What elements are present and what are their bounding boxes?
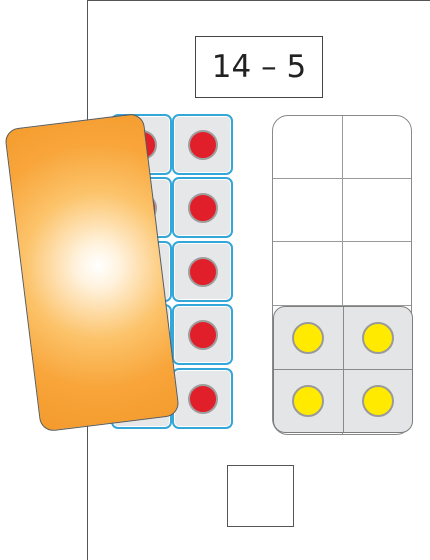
red-counter bbox=[187, 192, 218, 223]
tile bbox=[172, 114, 233, 175]
frame-divider bbox=[273, 178, 411, 179]
yellow-cell bbox=[274, 307, 342, 369]
expression-text: 14 – 5 bbox=[211, 49, 307, 85]
red-counter bbox=[187, 256, 218, 287]
yellow-cell bbox=[344, 307, 412, 369]
answer-box[interactable] bbox=[227, 465, 294, 527]
red-counter bbox=[187, 383, 218, 414]
panel-divider bbox=[274, 369, 412, 370]
tile bbox=[172, 368, 233, 429]
yellow-counter bbox=[362, 385, 394, 417]
yellow-counter bbox=[362, 322, 394, 354]
yellow-counter bbox=[292, 385, 324, 417]
frame-divider bbox=[273, 305, 411, 306]
yellow-counter bbox=[292, 322, 324, 354]
tile bbox=[172, 177, 233, 238]
red-counter bbox=[187, 319, 218, 350]
yellow-counter-panel bbox=[273, 306, 413, 433]
frame-divider bbox=[342, 116, 343, 434]
yellow-cell bbox=[274, 370, 342, 432]
red-counter bbox=[187, 129, 218, 160]
expression-box: 14 – 5 bbox=[195, 36, 323, 98]
tile bbox=[172, 241, 233, 302]
yellow-cell bbox=[344, 370, 412, 432]
tile bbox=[172, 304, 233, 365]
frame-divider bbox=[273, 241, 411, 242]
